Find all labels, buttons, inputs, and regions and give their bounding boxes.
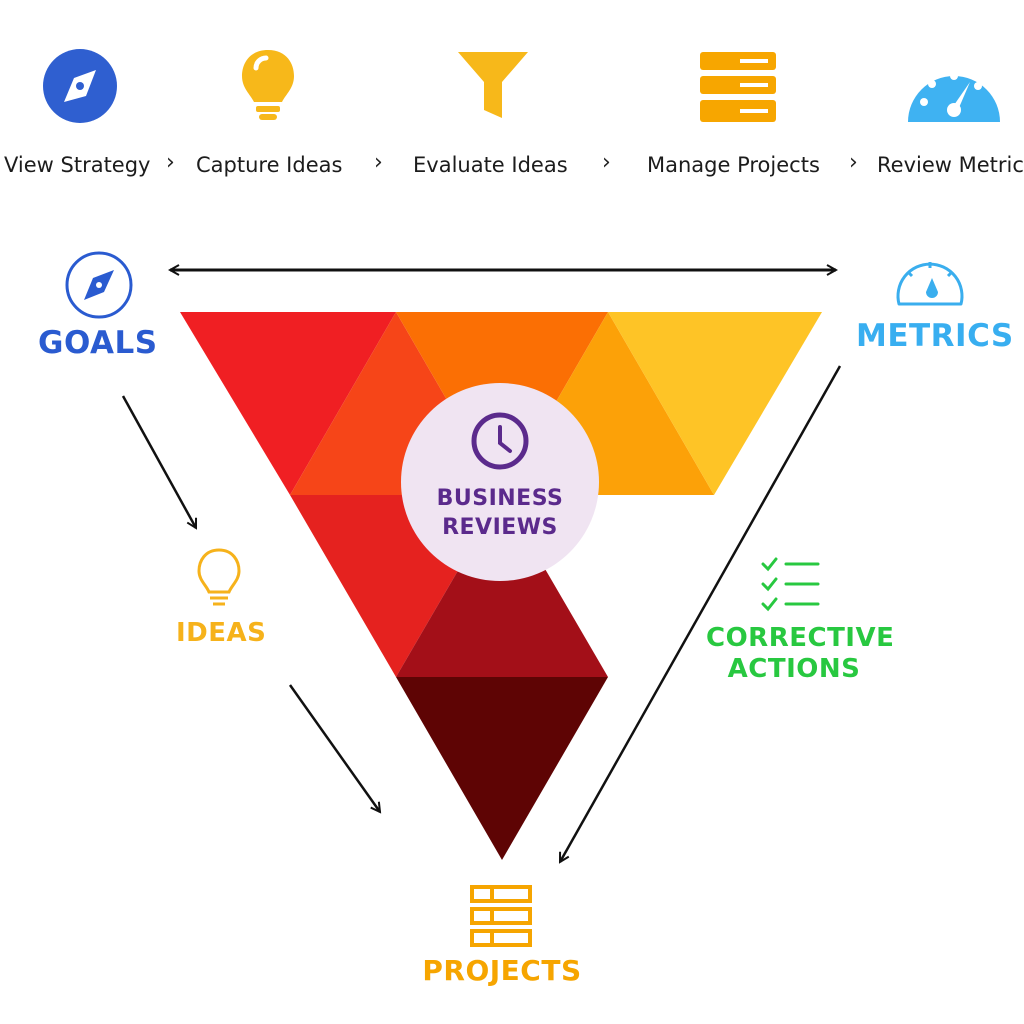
speedometer-icon[interactable] [908, 72, 1000, 122]
server-stack-icon[interactable] [700, 52, 776, 122]
funnel-icon[interactable] [458, 52, 528, 118]
lightbulb-icon[interactable] [242, 50, 294, 120]
ideas-label: IDEAS [176, 618, 267, 648]
arrow-ideas-to-projects [288, 684, 380, 812]
checklist-icon [761, 557, 820, 612]
arrow-goals-to-ideas [121, 395, 198, 528]
step-label-view-strategy[interactable]: View Strategy [4, 153, 151, 177]
chevron-right-icon: › [602, 150, 611, 175]
gauge-outline-icon [896, 262, 964, 306]
step-label-review-metrics[interactable]: Review Metrics [877, 153, 1024, 177]
chevron-right-icon: › [849, 150, 858, 175]
triangle-segment [396, 677, 608, 860]
metrics-label: METRICS [856, 318, 1014, 354]
business-reviews-circle [401, 383, 599, 581]
business-reviews-line1: BUSINESS [436, 486, 564, 511]
step-label-evaluate-ideas[interactable]: Evaluate Ideas [413, 153, 568, 177]
top-icons [43, 49, 1000, 123]
step-label-capture-ideas[interactable]: Capture Ideas [196, 153, 343, 177]
corrective-label-line1: CORRECTIVE [706, 623, 895, 653]
arrow-metrics-to-projects [558, 365, 842, 862]
goals-label: GOALS [38, 325, 158, 361]
step-label-manage-projects[interactable]: Manage Projects [647, 153, 820, 177]
chevron-right-icon: › [166, 150, 175, 175]
clock-icon [471, 412, 529, 470]
triangle-segment [396, 495, 608, 677]
lightbulb-outline-icon [197, 548, 241, 606]
stack-outline-icon [470, 885, 532, 947]
triangle-segment [180, 312, 396, 495]
compass-icon[interactable] [43, 49, 117, 123]
chevron-right-icon: › [374, 150, 383, 175]
projects-label: PROJECTS [422, 954, 582, 987]
corrective-label-line2: ACTIONS [727, 654, 861, 684]
business-reviews-line2: REVIEWS [442, 515, 558, 540]
compass-outline-icon [65, 251, 133, 319]
triangle-segment [608, 312, 822, 495]
